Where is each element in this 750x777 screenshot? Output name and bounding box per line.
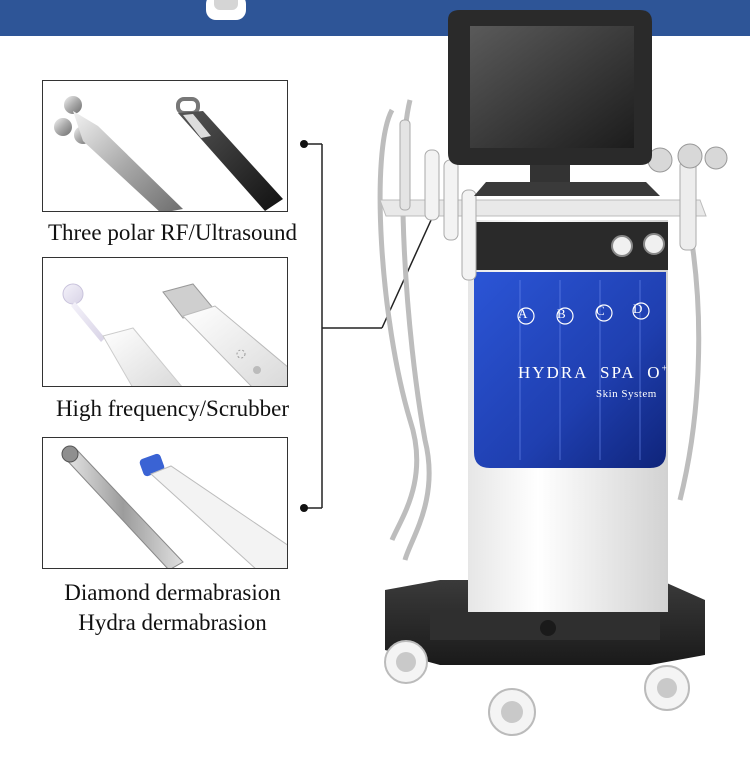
wheels — [384, 640, 690, 736]
feature-image-rf-ultrasound — [42, 80, 288, 212]
control-knob-right-icon — [643, 233, 665, 255]
brand-subtitle: Skin System — [596, 388, 657, 400]
feature-image-dermabrasion — [42, 437, 288, 569]
bottle-label-c: C — [596, 303, 607, 318]
feature-caption-rf-ultrasound: Three polar RF/Ultrasound — [47, 220, 298, 245]
bottle-label-d: D — [633, 301, 645, 316]
monitor-screen — [470, 26, 634, 148]
feature-caption-diamond-dermabrasion: Diamond dermabrasion — [64, 580, 281, 605]
bottle-label-b: B — [557, 306, 568, 321]
feature-caption-hydra-dermabrasion: Hydra dermabrasion — [78, 610, 267, 635]
control-knob-left-icon — [611, 235, 633, 257]
feature-caption-high-frequency-scrubber: High frequency/Scrubber — [55, 396, 290, 421]
connector-bracket — [304, 143, 433, 509]
brand-name: HYDRA SPA O+ — [518, 363, 670, 382]
feature-image-high-frequency-scrubber — [42, 257, 288, 387]
control-band — [468, 222, 668, 270]
water-tank — [474, 272, 666, 468]
bottle-label-a: A — [518, 306, 530, 321]
